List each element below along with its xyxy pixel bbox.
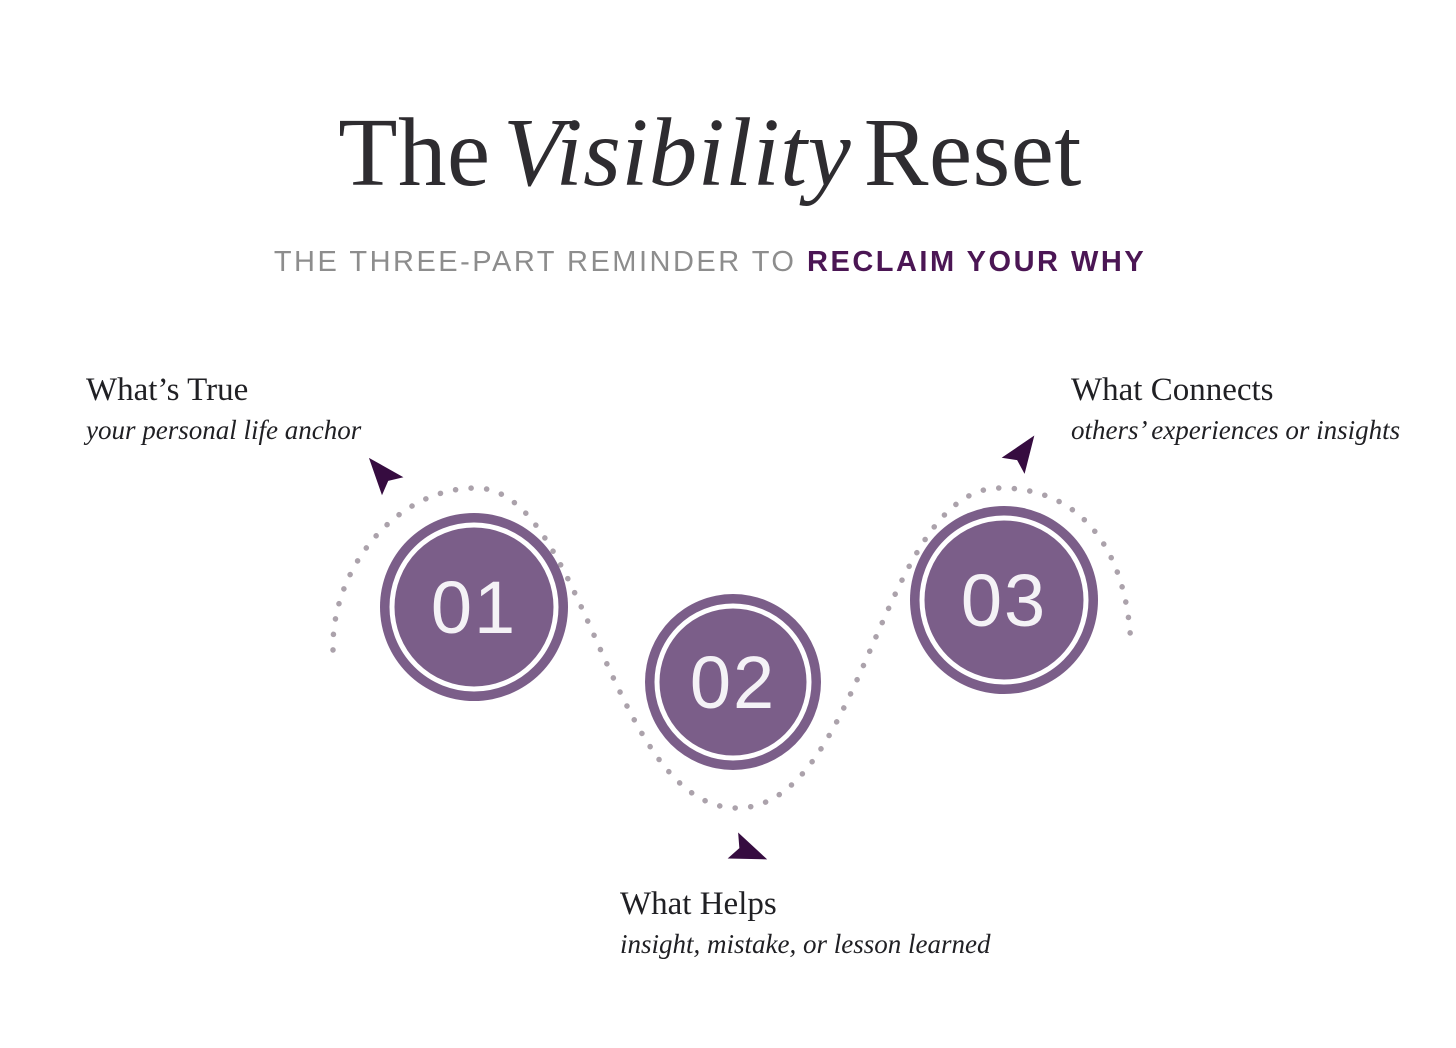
subtitle: THE THREE-PART REMINDER TO RECLAIM YOUR … (0, 246, 1420, 279)
pointer-arrow-icon-step3 (1001, 435, 1035, 474)
title-text-pre: The (338, 99, 491, 206)
subtitle-highlight: RECLAIM YOUR WHY (807, 246, 1147, 279)
step-1-label-group: What’s True your personal life anchor (86, 372, 361, 446)
title-text-post: Reset (863, 99, 1082, 206)
step-1-description: your personal life anchor (86, 415, 362, 445)
step-3-disc (910, 506, 1098, 694)
step-2-number: 02 (690, 641, 776, 724)
step-1-ring (389, 522, 559, 692)
step-2-circle: 02 (645, 594, 821, 770)
step-2-ring (654, 603, 812, 761)
step-3-circle: 03 (910, 506, 1098, 694)
step-3-label-group: What Connects others’ experiences or ins… (1071, 372, 1400, 446)
step-1-disc (380, 513, 568, 701)
step-3-label: What Connects (1071, 372, 1274, 408)
step-2-label-group: What Helps insight, mistake, or lesson l… (620, 886, 990, 960)
subtitle-text: THE THREE-PART REMINDER TO (273, 246, 797, 279)
pointer-arrow-icon-step2 (727, 832, 768, 860)
title-emphasis: Visibility (503, 99, 852, 206)
step-1-circle: 01 (380, 513, 568, 701)
step-3-ring (919, 515, 1089, 685)
step-2-description: insight, mistake, or lesson learned (620, 929, 991, 959)
step-2-disc (645, 594, 821, 770)
pointer-arrow-icon-step1 (368, 457, 404, 496)
step-1-label: What’s True (86, 372, 249, 408)
step-3-number: 03 (961, 559, 1047, 642)
step-1-number: 01 (431, 566, 517, 649)
step-3-description: others’ experiences or insights (1071, 415, 1401, 445)
step-2-label: What Helps (620, 886, 777, 922)
dotted-path (330, 485, 1134, 811)
